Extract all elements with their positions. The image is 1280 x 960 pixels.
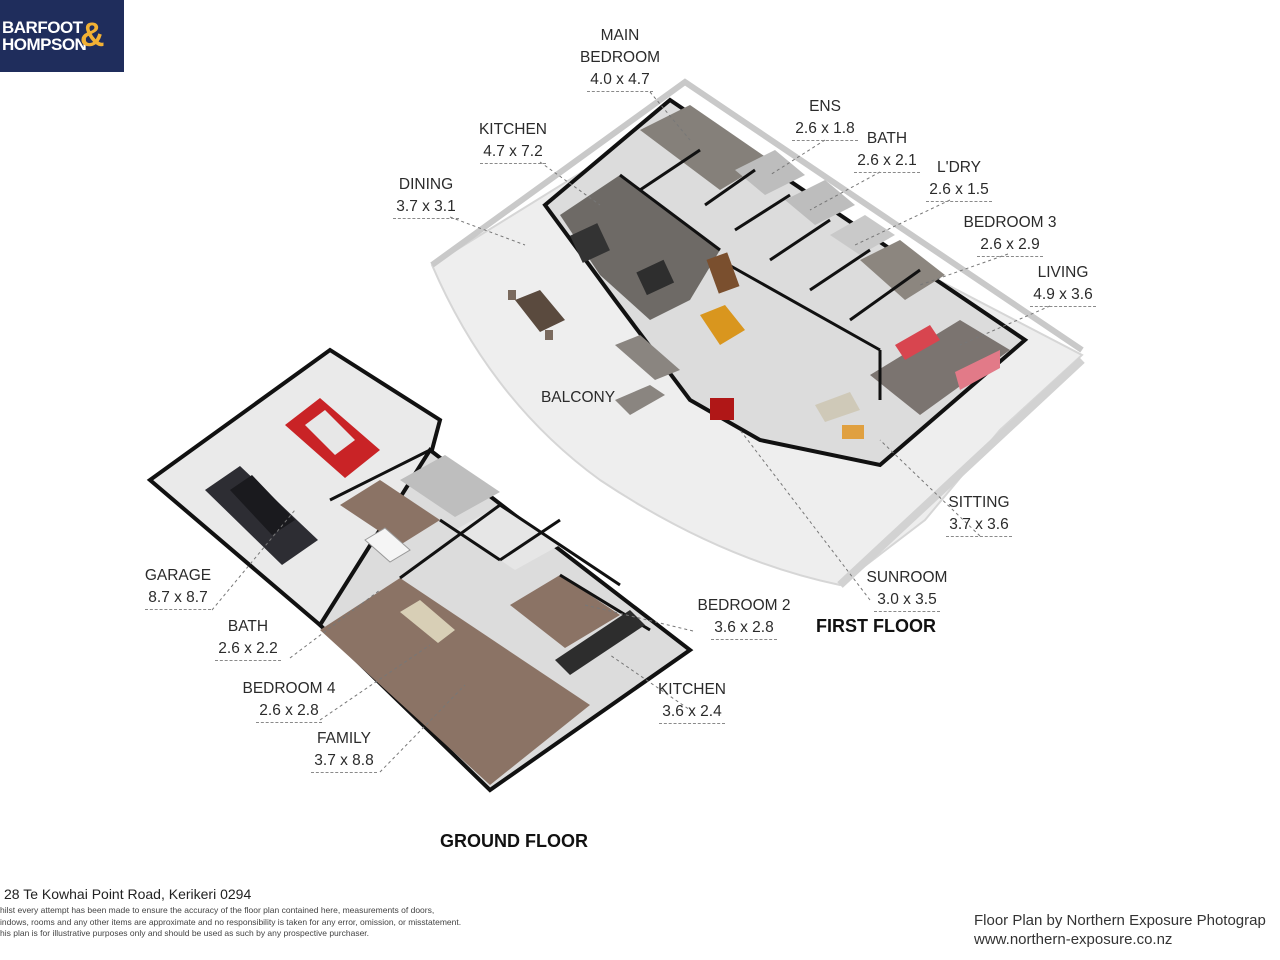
disclaimer-line-2: indows, rooms and any other items are ap…: [0, 916, 462, 927]
label-kitchen-ground: KITCHEN 3.6 x 2.4: [652, 679, 732, 724]
sitting-name: SITTING: [948, 494, 1010, 511]
first-floor-title: FIRST FLOOR: [816, 616, 936, 636]
balcony-sofa: [615, 335, 680, 415]
kitchen-first-size: 4.7 x 7.2: [480, 141, 546, 164]
label-family: FAMILY 3.7 x 8.8: [306, 728, 382, 773]
garage-car-red: [285, 398, 380, 478]
bath-ground-name: BATH: [227, 618, 269, 635]
property-address: 28 Te Kowhai Point Road, Kerikeri 0294: [4, 886, 252, 902]
label-bedroom4: BEDROOM 4 2.6 x 2.8: [236, 678, 342, 723]
main-bedroom-size: 4.0 x 4.7: [587, 69, 653, 92]
label-garage: GARAGE 8.7 x 8.7: [140, 565, 216, 610]
dining-size: 3.7 x 3.1: [393, 196, 459, 219]
bedroom4-name: BEDROOM 4: [242, 680, 336, 697]
dining-table: [508, 290, 565, 340]
label-ensuite: ENS 2.6 x 1.8: [790, 96, 860, 141]
laundry-size: 2.6 x 1.5: [926, 179, 992, 202]
dining-name: DINING: [398, 176, 454, 193]
label-bath-first: BATH 2.6 x 2.1: [852, 128, 922, 173]
label-living: LIVING 4.9 x 3.6: [1026, 262, 1100, 307]
family-size: 3.7 x 8.8: [311, 750, 377, 773]
label-sitting: SITTING 3.7 x 3.6: [942, 492, 1016, 537]
sunroom-size: 3.0 x 3.5: [874, 589, 940, 612]
logo-text-line2: HOMPSON: [2, 35, 87, 54]
photographer-credit: Floor Plan by Northern Exposure Photogra…: [974, 911, 1266, 949]
first-floor-plan: [430, 78, 1085, 588]
label-kitchen-first: KITCHEN 4.7 x 7.2: [474, 119, 552, 164]
sitting-size: 3.7 x 3.6: [946, 514, 1012, 537]
garage-size: 8.7 x 8.7: [145, 587, 211, 610]
sunroom-name: SUNROOM: [866, 569, 948, 586]
logo-text-line1: BARFOOT: [2, 18, 83, 37]
kitchen-floor: [560, 175, 720, 320]
bath-first-name: BATH: [866, 130, 908, 147]
label-dining: DINING 3.7 x 3.1: [388, 174, 464, 219]
disclaimer-line-3: his plan is for illustrative purposes on…: [0, 928, 370, 938]
label-balcony: BALCONY: [532, 387, 624, 409]
kitchen-ground-name: KITCHEN: [657, 681, 727, 698]
family-sofa: [400, 600, 455, 643]
label-bedroom3: BEDROOM 3 2.6 x 2.9: [956, 212, 1064, 257]
garage-car-black: [205, 466, 318, 565]
family-name: FAMILY: [317, 730, 371, 747]
bedroom3-size: 2.6 x 2.9: [977, 234, 1043, 257]
ensuite-size: 2.6 x 1.8: [792, 118, 858, 141]
bath-first-size: 2.6 x 2.1: [854, 150, 920, 173]
credit-line-1: Floor Plan by Northern Exposure Photogra…: [974, 912, 1266, 929]
living-name: LIVING: [1037, 264, 1089, 281]
living-size: 4.9 x 3.6: [1030, 284, 1096, 307]
bedroom3-name: BEDROOM 3: [963, 214, 1057, 231]
laundry-name: L'DRY: [936, 159, 982, 176]
disclaimer-line-1: hilst every attempt has been made to ens…: [0, 905, 435, 915]
logo-ampersand: &: [80, 16, 105, 54]
bedroom2-name: BEDROOM 2: [697, 597, 791, 614]
living-sofa: [895, 325, 940, 360]
bedroom2-size: 3.6 x 2.8: [711, 617, 777, 640]
balcony-railing: [430, 78, 1084, 353]
family-floor: [320, 578, 590, 785]
main-bedroom-name-1: MAIN: [600, 27, 640, 44]
bedroom4-size: 2.6 x 2.8: [256, 700, 322, 723]
label-sunroom: SUNROOM 3.0 x 3.5: [860, 567, 954, 612]
garage-name: GARAGE: [144, 567, 212, 584]
label-leader-lines: [211, 91, 1051, 773]
first-dining-table: [700, 305, 745, 345]
balcony-name: BALCONY: [540, 389, 616, 406]
label-bath-ground: BATH 2.6 x 2.2: [210, 616, 286, 661]
ground-floor-title: GROUND FLOOR: [440, 831, 588, 851]
label-main-bedroom: MAIN BEDROOM 4.0 x 4.7: [574, 25, 666, 92]
label-laundry: L'DRY 2.6 x 1.5: [924, 157, 994, 202]
kitchen-first-name: KITCHEN: [478, 121, 548, 138]
sunroom-chair: [710, 398, 734, 420]
main-bedroom-name-2: BEDROOM: [579, 49, 661, 66]
living-floor: [870, 320, 1010, 415]
ground-floor-plan: [146, 347, 694, 793]
kitchen-ground-size: 3.6 x 2.4: [659, 701, 725, 724]
ensuite-name: ENS: [809, 98, 841, 115]
bath-ground-size: 2.6 x 2.2: [215, 638, 281, 661]
credit-website: www.northern-exposure.co.nz: [974, 931, 1173, 948]
label-bedroom2: BEDROOM 2 3.6 x 2.8: [690, 595, 798, 640]
disclaimer: hilst every attempt has been made to ens…: [0, 905, 461, 940]
brand-logo: BARFOOT HOMPSON &: [0, 0, 124, 72]
